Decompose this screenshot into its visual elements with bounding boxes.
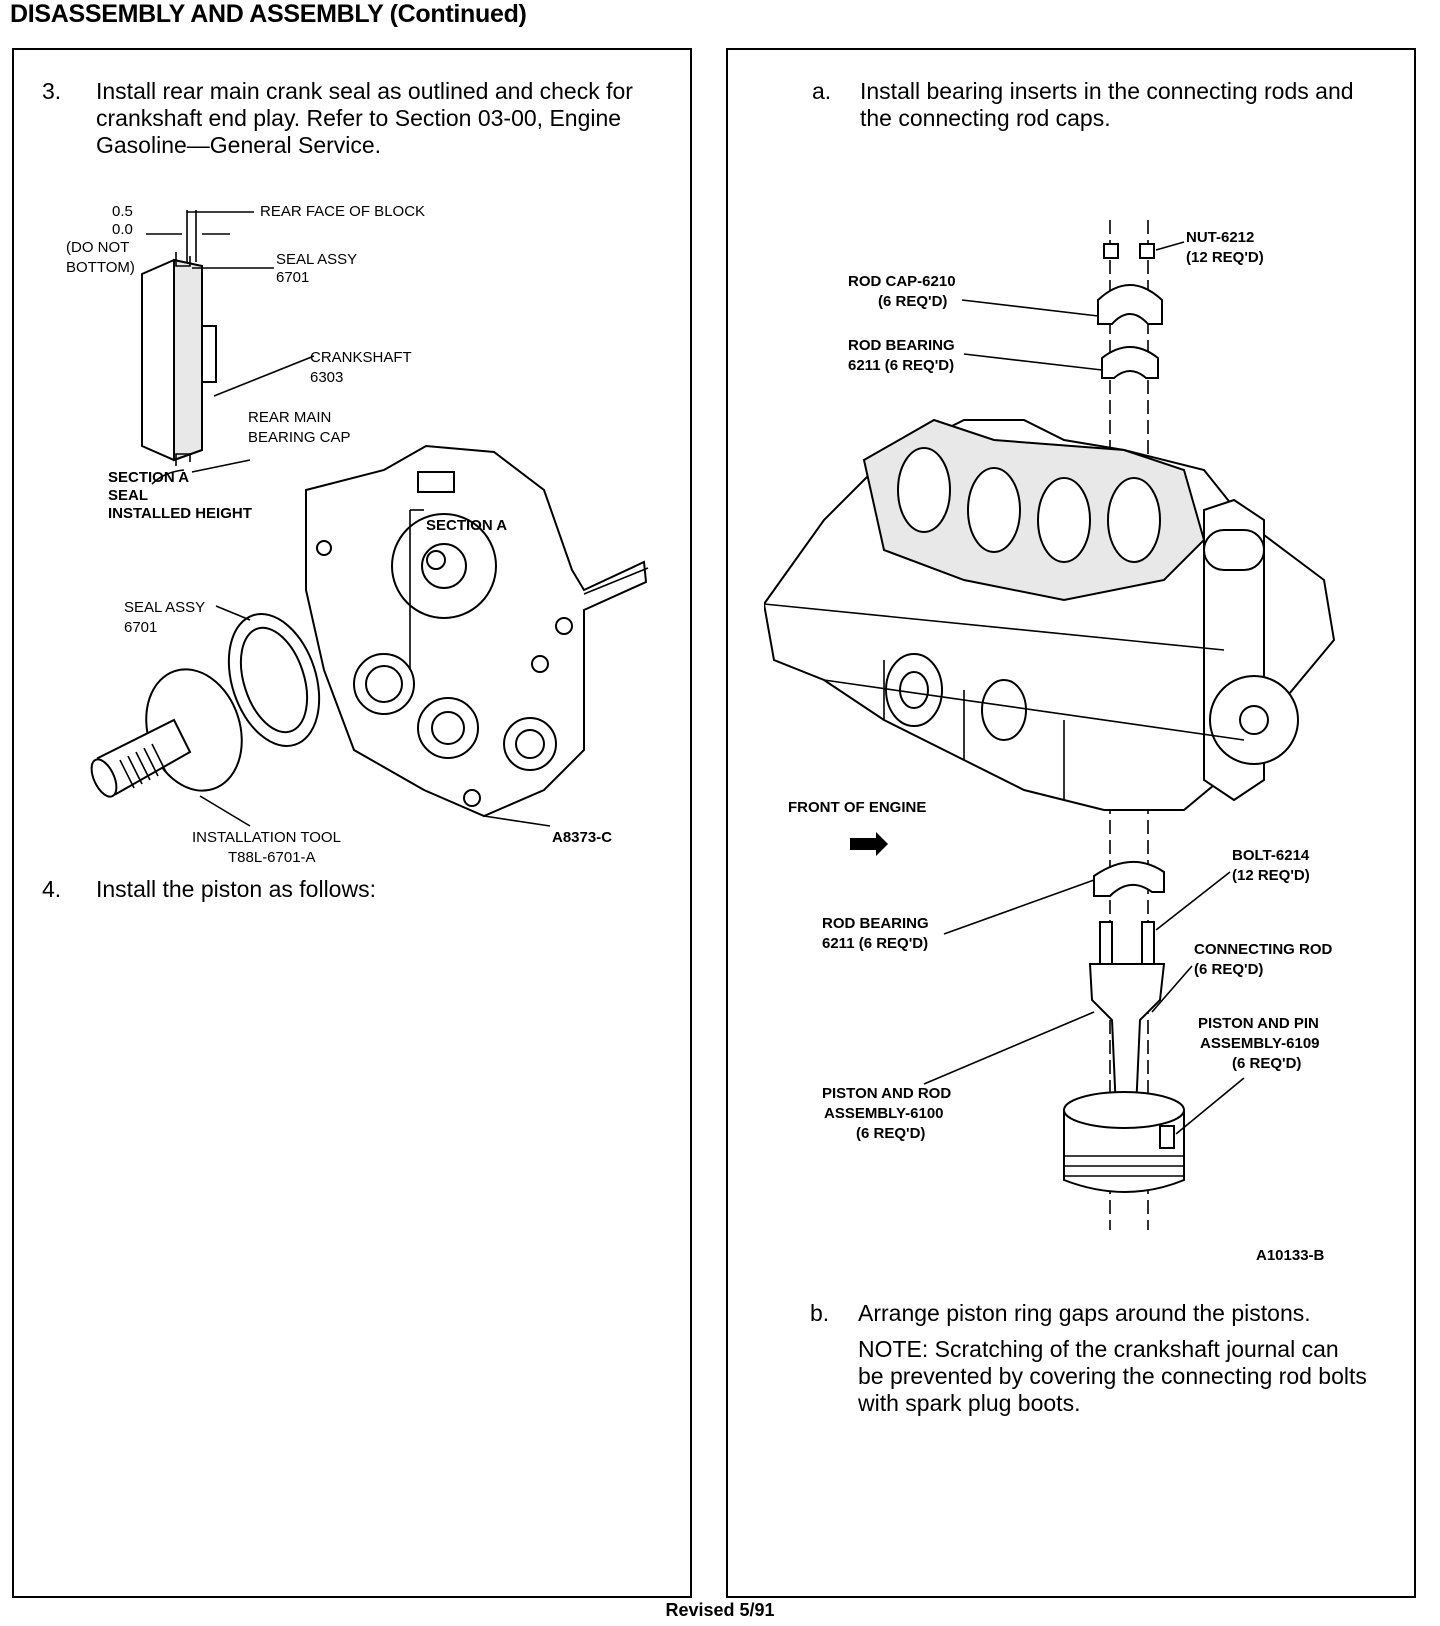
pin-label: PISTON AND PIN	[1198, 1015, 1319, 1032]
page-title: DISASSEMBLY AND ASSEMBLY (Continued)	[10, 0, 527, 28]
front-of-engine-label: FRONT OF ENGINE	[788, 799, 926, 816]
rod-assy-label: PISTON AND ROD	[822, 1085, 951, 1102]
rod-cap-qty: (6 REQ'D)	[878, 293, 947, 310]
crankshaft-label: CRANKSHAFT	[310, 349, 412, 366]
rod-assy-number: ASSEMBLY-6100	[824, 1105, 944, 1122]
right-panel: a. Install bearing inserts in the connec…	[726, 48, 1416, 1598]
connecting-rod-figure: NUT-6212 (12 REQ'D) ROD CAP-6210 (6 REQ'…	[764, 220, 1336, 1264]
dim-0-0: 0.0	[112, 221, 133, 238]
tool-number: T88L-6701-A	[228, 849, 316, 866]
front-arrow-icon	[850, 832, 888, 856]
rod-bearing-top-qty: 6211 (6 REQ'D)	[848, 357, 954, 374]
rear-face-label: REAR FACE OF BLOCK	[260, 203, 425, 220]
step-4-number: 4.	[42, 876, 62, 902]
dim-0-5: 0.5	[112, 203, 133, 220]
pin-qty: (6 REQ'D)	[1232, 1055, 1301, 1072]
seal-assy-top-number: 6701	[276, 269, 309, 286]
seal-assy-label: SEAL ASSY	[124, 599, 205, 616]
bolt-label: BOLT-6214	[1232, 847, 1310, 864]
bearing-cap-label: BEARING CAP	[248, 429, 351, 446]
step-3-text: Install rear main crank seal as outlined…	[96, 78, 633, 158]
step-b-text: Arrange piston ring gaps around the pist…	[858, 1300, 1311, 1326]
connecting-rod	[1063, 860, 1185, 1193]
pin-number: ASSEMBLY-6109	[1200, 1035, 1320, 1052]
right-figure-id: A10133-B	[1256, 1247, 1325, 1264]
section-a-detail	[141, 210, 315, 485]
seal-assy-top-label: SEAL ASSY	[276, 251, 357, 268]
rod-cap-label: ROD CAP-6210	[848, 273, 956, 290]
seal-installation-figure: 0.5 0.0 (DO NOT BOTTOM) REAR FACE OF BLO…	[66, 203, 649, 866]
section-a-height: INSTALLED HEIGHT	[108, 505, 252, 522]
section-a-title: SECTION A	[108, 469, 189, 486]
rod-bearing-bot-label: ROD BEARING	[822, 915, 929, 932]
engine-block	[764, 418, 1336, 811]
installation-tool	[90, 668, 251, 827]
step-a-text: Install bearing inserts in the connectin…	[860, 78, 1354, 131]
crankshaft-number: 6303	[310, 369, 343, 386]
section-a-seal: SEAL	[108, 487, 148, 504]
step-b-letter: b.	[810, 1300, 830, 1326]
bolt-qty: (12 REQ'D)	[1232, 867, 1310, 884]
section-a-callout: SECTION A	[426, 517, 507, 534]
nut-qty: (12 REQ'D)	[1186, 249, 1264, 266]
step-a-letter: a.	[812, 78, 832, 104]
left-panel: 3. Install rear main crank seal as outli…	[12, 48, 692, 1598]
rod-bearing-top-label: ROD BEARING	[848, 337, 955, 354]
tool-label: INSTALLATION TOOL	[192, 829, 341, 846]
bottom-label: BOTTOM)	[66, 259, 135, 276]
rear-main-label: REAR MAIN	[248, 409, 331, 426]
seal-ring	[227, 613, 321, 747]
conn-rod-qty: (6 REQ'D)	[1194, 961, 1263, 978]
rod-bearing-bot-qty: 6211 (6 REQ'D)	[822, 935, 928, 952]
left-figure-id: A8373-C	[552, 829, 612, 846]
seal-assy-number: 6701	[124, 619, 157, 636]
page-footer: Revised 5/91	[665, 1600, 775, 1620]
rod-assy-qty: (6 REQ'D)	[856, 1125, 925, 1142]
step-b-note-text: NOTE: Scratching of the crankshaft journ…	[858, 1336, 1367, 1416]
step-4-text: Install the piston as follows:	[96, 876, 376, 902]
engine-block-rear	[305, 444, 649, 827]
nut-label: NUT-6212	[1186, 229, 1254, 246]
do-not-label: (DO NOT	[66, 239, 129, 256]
conn-rod-label: CONNECTING ROD	[1194, 941, 1333, 958]
step-3-number: 3.	[42, 78, 62, 104]
